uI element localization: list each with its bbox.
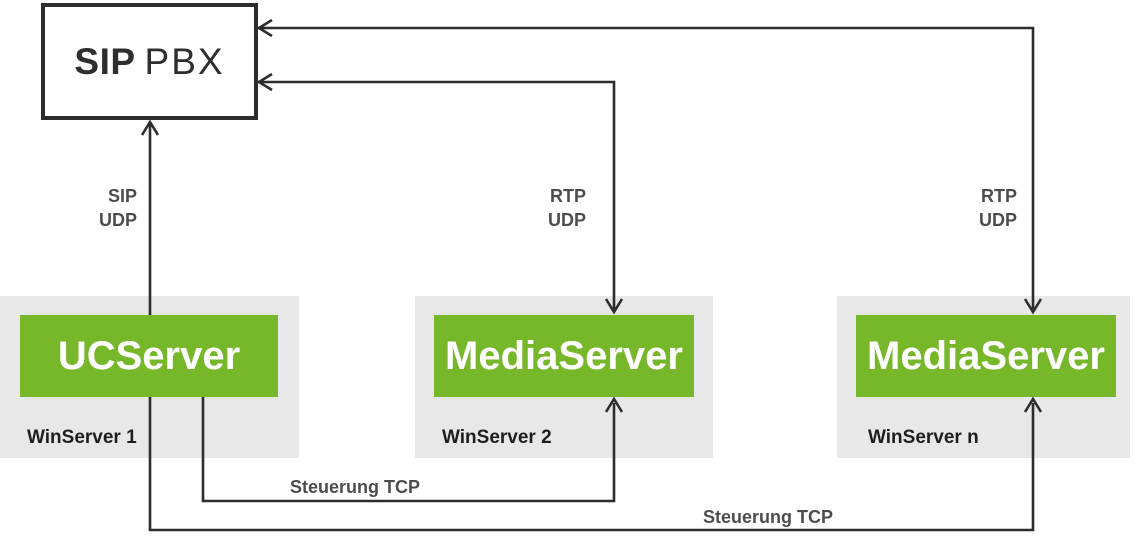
edge-label-rtp-udp-n: RTP UDP (979, 184, 1017, 232)
connector-control-winservern (148, 396, 1043, 532)
edge-label-control-n: Steuerung TCP (703, 507, 834, 527)
connector-control-winserver2 (201, 396, 624, 503)
mediaserver-node-n: MediaServer (856, 315, 1116, 397)
pbx-title-primary: SIP (74, 40, 136, 82)
mediaserver-node-2: MediaServer (434, 315, 694, 397)
pbx-title-secondary: PBX (144, 40, 225, 82)
connector-sip-udp (140, 119, 160, 315)
edge-label-rtpn-transport: UDP (978, 210, 1017, 230)
edge-label-rtpn-protocol: RTP (981, 186, 1017, 206)
server-panel-winservern: MediaServer WinServer n (837, 296, 1130, 458)
host-label-winserver1: WinServer 1 (27, 427, 137, 448)
edge-label-sip-udp: SIP UDP (99, 184, 137, 232)
edge-label-rtp2-transport: UDP (547, 210, 586, 230)
server-panel-winserver2: MediaServer WinServer 2 (415, 296, 713, 458)
connector-rtp-winserver2 (256, 72, 624, 315)
edge-label-rtp2-protocol: RTP (550, 186, 586, 206)
host-label-winserver2: WinServer 2 (442, 427, 552, 448)
connector-rtp-winservern (256, 18, 1043, 315)
host-label-winservern: WinServer n (868, 427, 979, 448)
edge-label-rtp-udp-2: RTP UDP (548, 184, 586, 232)
edge-label-control-2: Steuerung TCP (290, 477, 421, 497)
edge-label-sip-transport: UDP (98, 210, 137, 230)
ucserver-node: UCServer (20, 315, 278, 397)
edge-label-sip-protocol: SIP (107, 186, 137, 206)
